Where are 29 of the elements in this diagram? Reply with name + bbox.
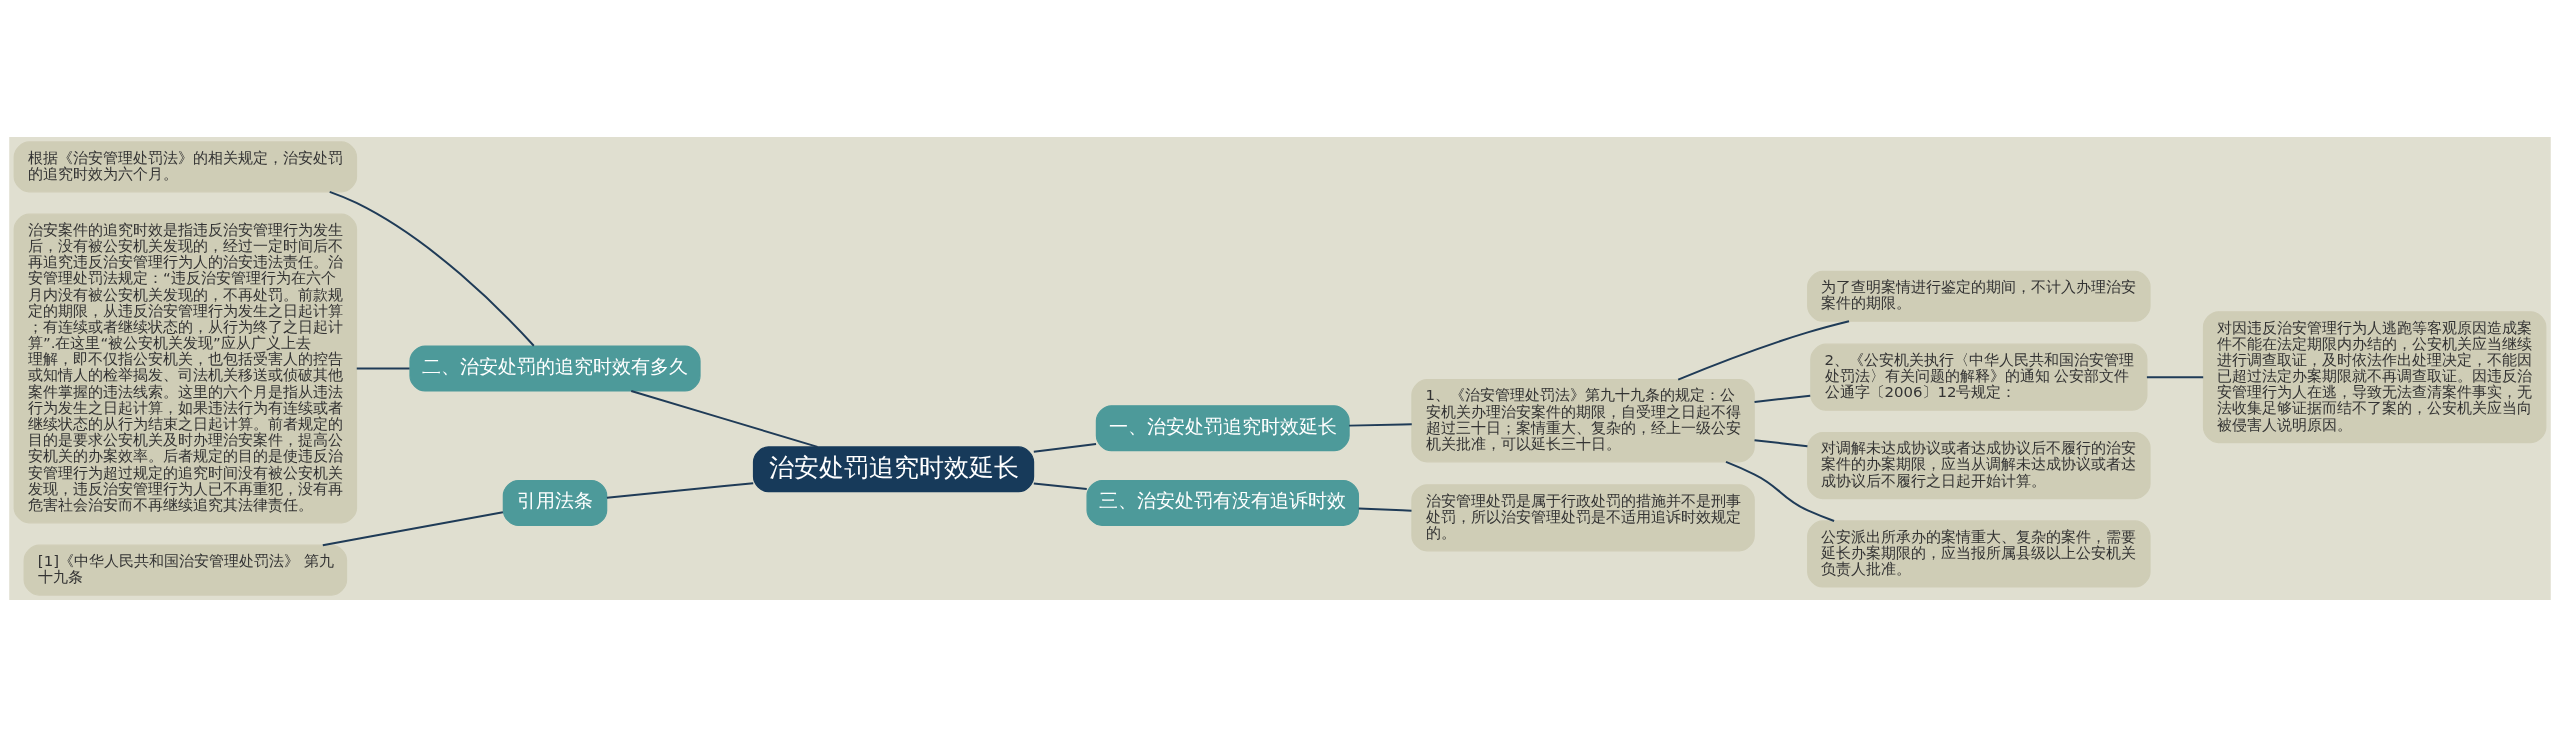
connector	[321, 510, 504, 546]
node-box: 对调解未达成协议或者达成协议后不履行的治安案件的办案期限，应当从调解未达成协议或者达成协议后不履行之日起开始计算。	[1807, 431, 2151, 499]
node-box: 引用法条	[502, 479, 608, 526]
connector	[1753, 394, 1812, 403]
connector	[1753, 438, 1809, 447]
node-box: 二、治安处罚的追究时效有多久	[409, 345, 701, 391]
node-box: 治安管理处罚是属于行政处罚的措施并不是刑事处罚，所以治安管理处罚是不适用追诉时效规定的。	[1411, 483, 1755, 551]
connector	[328, 190, 535, 347]
connector	[1348, 422, 1413, 427]
connector	[1677, 319, 1850, 381]
node-box: [1]《中华人民共和国治安管理处罚法》 第九十九条	[23, 544, 348, 596]
node-box: 1、《治安管理处罚法》第九十九条的规定：公安机关办理治安案件的期限，自受理之日起不得超过三十日；案情重大、复杂的，经上一级公安机关批准，可以延长三十日。	[1411, 378, 1755, 462]
connector	[1032, 442, 1098, 453]
connector	[355, 367, 411, 369]
node-box: 为了查明案情进行鉴定的期间，不计入办理治安案件的期限。	[1807, 270, 2151, 322]
node-box: 对因违反治安管理行为人逃跑等客观原因造成案件不能在法定期限内办结的，公安机关应当继续进行调查取证，及时依法作出处理决定，不能因已超过法定办案期限就不再调查取证。因违反治安管理行为人在逃，导致无法查清案件事实，无法收集足够证据而结不了案的，公安机关应当向被侵害人说明原因。	[2202, 310, 2547, 443]
node-box: 一、治安处罚追究时效延长	[1095, 404, 1350, 451]
connector	[2145, 375, 2205, 378]
node-box: 公安派出所承办的案情重大、复杂的案件，需要延长办案期限的，应当报所属县级以上公安机关负责人批准。	[1807, 519, 2151, 588]
node-box: 三、治安处罚有没有追诉时效	[1086, 479, 1360, 526]
node-box: 2、《公安机关执行〈中华人民共和国治安管理处罚法〉有关问题的解释》的通知 公安部文件公通字〔2006〕12号规定：	[1810, 343, 2148, 411]
node-box: 治安处罚追究时效延长	[752, 445, 1035, 492]
node-box: 根据《治安管理处罚法》的相关规定，治安处罚的追究时效为六个月。	[13, 140, 358, 192]
connector	[630, 389, 819, 448]
node-box: 治安案件的追究时效是指违反治安管理行为发生后，没有被公安机关发现的，经过一定时间后不再追究违反治安管理行为人的治安违法责任。治安管理处罚法规定：“违反治安管理行为在六个月内没有被公安机关发现的，不再处罚。前款规定的期限，从违反治安管理行为发生之日起计算；有连续或者继续状态的，从行为终了之日起计算”.在这里“被公安机关发现”应从广义上去理解，即不仅指公安机关，也包括受害人的控告或知情人的检举揭发、司法机关移送或侦破其他案件掌握的违法线索。这里的六个月是指从违法行为发生之日起计算，如果违法行为有连续或者继续状态的从行为结束之日起计算。前者规定的目的是要求公安机关及时办理治安案件，提高公安机关的办案效率。后者规定的目的是使违反治安管理行为超过规定的追究时间没有被公安机关发现，违反治安管理行为人已不再重犯，没有再危害社会治安而不再继续追究其法律责任。	[13, 213, 358, 523]
connector	[1725, 460, 1836, 522]
connector	[605, 481, 755, 499]
connector	[1032, 482, 1088, 490]
connector	[1357, 507, 1413, 512]
